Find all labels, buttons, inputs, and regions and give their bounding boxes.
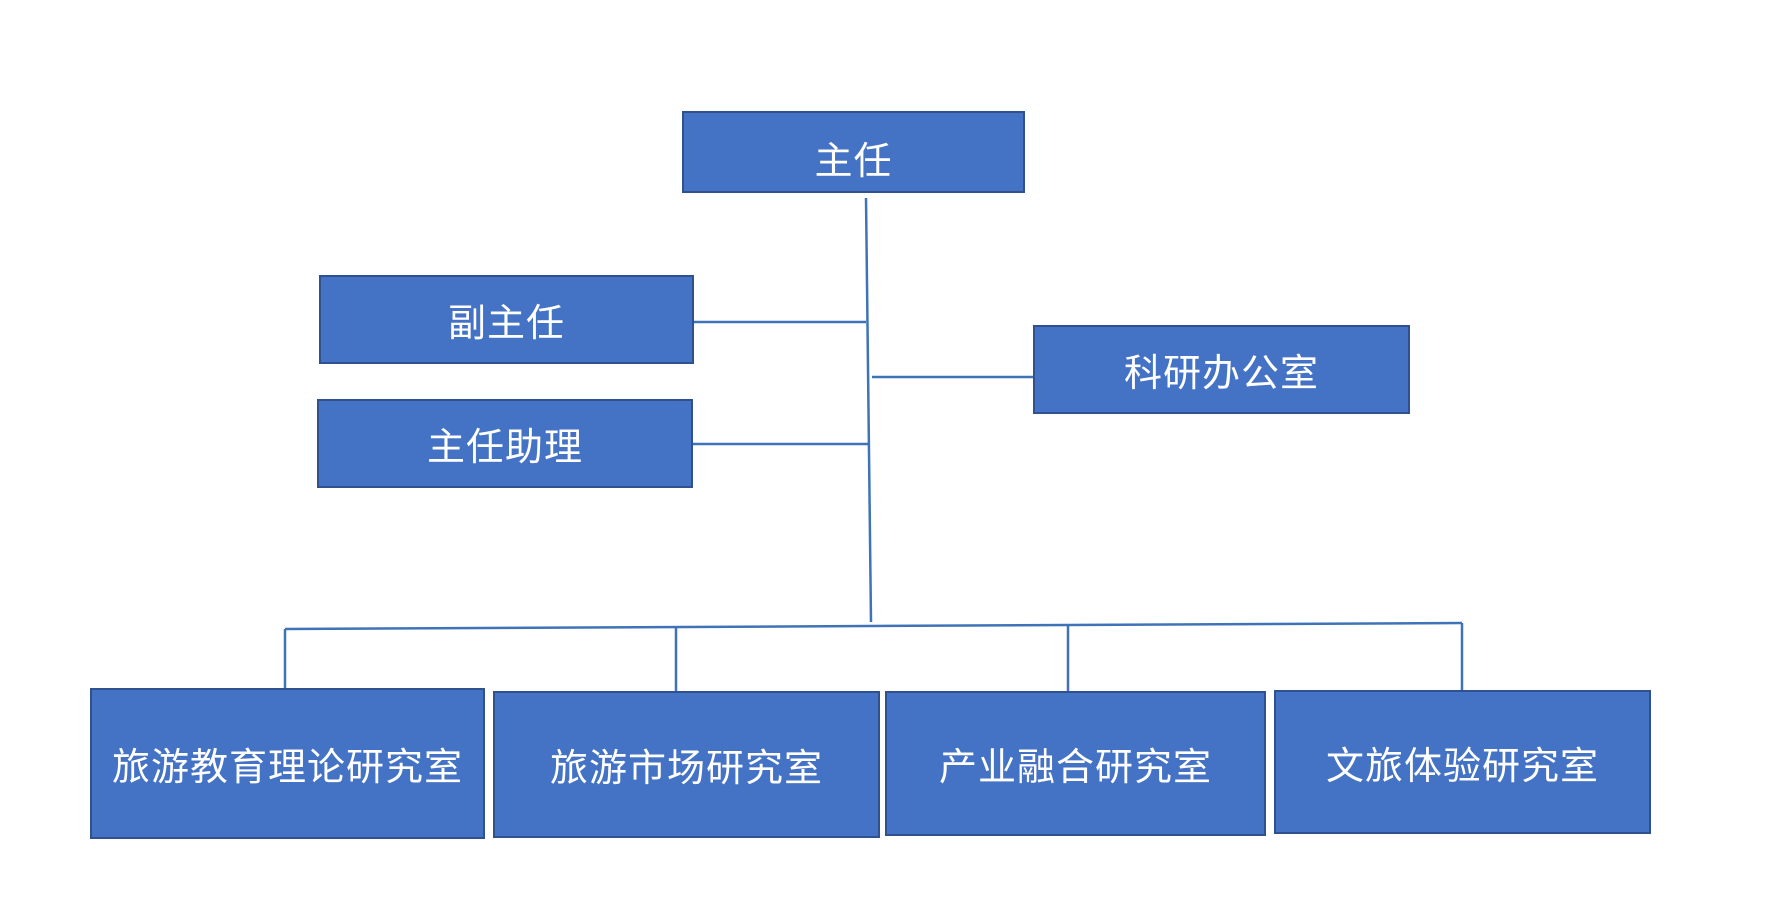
node-lab-tourism-education-theory: 旅游教育理论研究室 — [90, 688, 485, 839]
node-director-label: 主任 — [814, 138, 893, 183]
node-director: 主任 — [682, 111, 1025, 193]
node-research-office-label: 科研办公室 — [1123, 351, 1319, 395]
node-director-assistant-label: 主任助理 — [426, 425, 583, 469]
node-lab-industry-integration-label: 产业融合研究室 — [938, 745, 1212, 789]
node-research-office: 科研办公室 — [1033, 325, 1410, 414]
node-lab-culture-tourism-experience-label: 文旅体验研究室 — [1325, 743, 1599, 788]
node-lab-tourism-market: 旅游市场研究室 — [493, 691, 880, 838]
node-lab-culture-tourism-experience: 文旅体验研究室 — [1274, 690, 1651, 834]
node-lab-tourism-market-label: 旅游市场研究室 — [549, 746, 823, 790]
node-deputy-director: 副主任 — [319, 275, 694, 364]
node-deputy-director-label: 副主任 — [447, 301, 565, 345]
connector-bus — [284, 621, 1463, 631]
node-lab-industry-integration: 产业融合研究室 — [885, 691, 1266, 836]
node-director-assistant: 主任助理 — [317, 399, 693, 488]
connector-trunk — [864, 197, 873, 623]
node-lab-tourism-education-theory-label: 旅游教育理论研究室 — [111, 745, 463, 789]
